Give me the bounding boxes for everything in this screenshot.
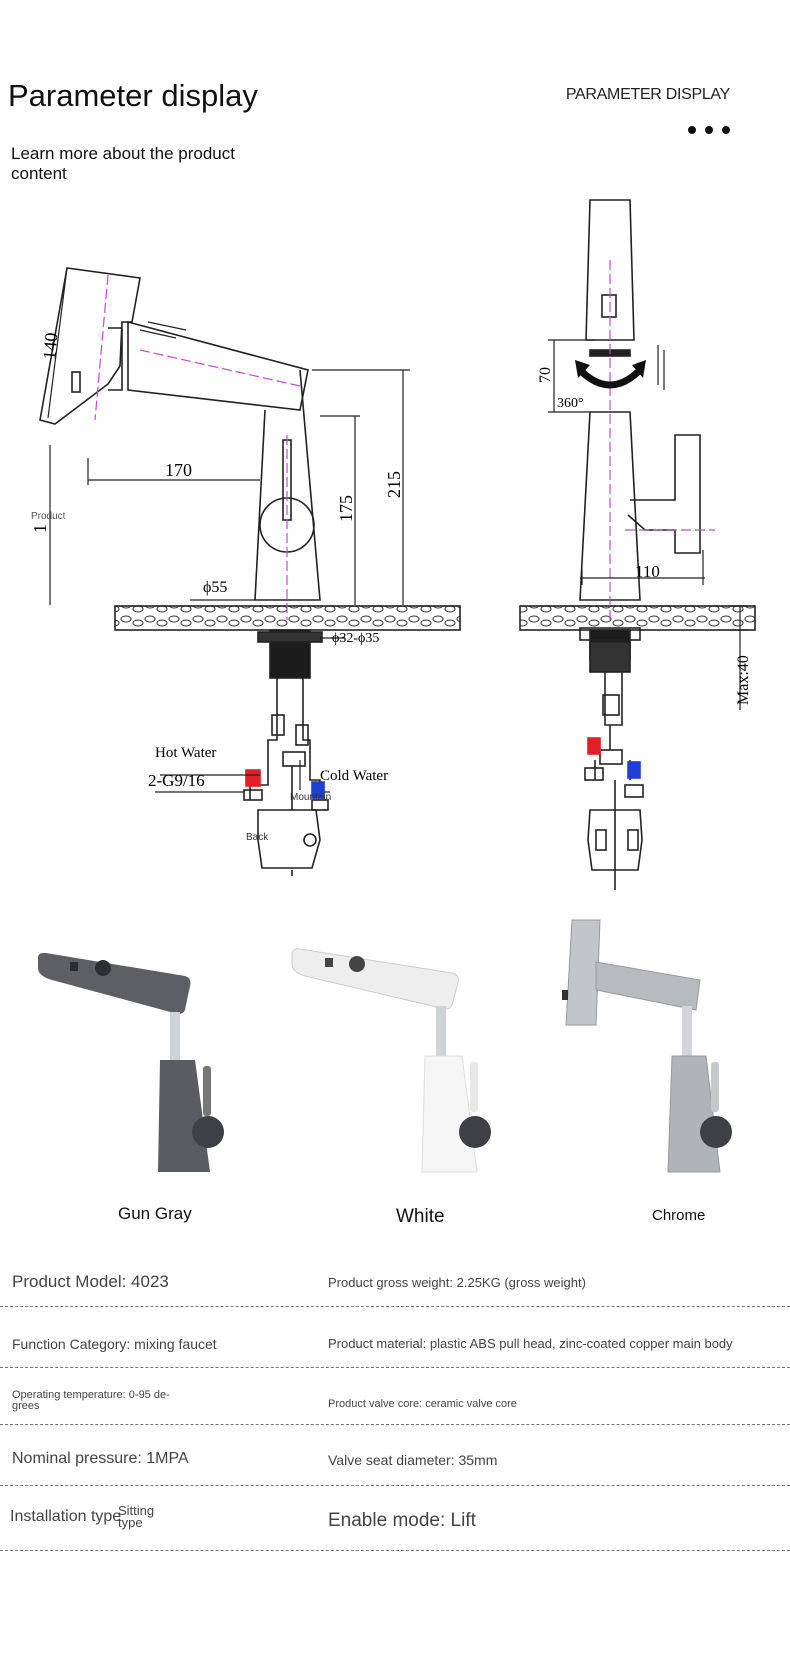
- dim-110: 110: [635, 562, 660, 581]
- spec-gross-weight: Product gross weight: 2.25KG (gross weig…: [328, 1275, 586, 1290]
- label-hot-water: Hot Water: [155, 745, 216, 761]
- dim-max40: Max:40: [735, 655, 752, 705]
- finish-label-gun-gray: Gun Gray: [118, 1204, 192, 1223]
- spec-temperature: Operating temperature: 0-95 de- grees: [12, 1390, 170, 1412]
- spec-divider: [0, 1550, 790, 1551]
- spec-temperature-line1: Operating temperature: 0-95 de-: [12, 1389, 170, 1401]
- dim-55: ϕ55: [203, 579, 227, 596]
- spec-divider: [0, 1485, 790, 1486]
- spec-enable-mode: Enable mode: Lift: [328, 1510, 476, 1531]
- rotation-arrow-icon: [577, 367, 643, 389]
- label-thread: 2-G9/16: [148, 771, 205, 790]
- dim-215: 215: [384, 471, 404, 498]
- faucet-gun-gray: [38, 952, 224, 1172]
- spec-divider: [0, 1306, 790, 1307]
- faucet-white: [291, 948, 491, 1173]
- faucet-chrome: [562, 919, 732, 1173]
- front-view: [519, 199, 756, 890]
- dim-175: 175: [336, 495, 356, 522]
- page-subtitle: Learn more about the product content: [11, 144, 235, 183]
- dim-360: 360°: [557, 396, 584, 411]
- dim-one: 1: [30, 524, 50, 533]
- dim-32-35: ϕ32-ϕ35: [332, 631, 379, 646]
- spec-install-value: Sitting type: [118, 1503, 155, 1530]
- finish-images: [38, 919, 732, 1173]
- spec-divider: [0, 1367, 790, 1368]
- dim-70: 70: [537, 367, 554, 383]
- label-mountain: Mountain: [290, 792, 331, 803]
- side-view: [39, 267, 461, 876]
- label-product: Product: [31, 511, 66, 522]
- spec-model: Product Model: 4023: [12, 1272, 169, 1291]
- spec-temperature-line2: grees: [12, 1400, 40, 1412]
- more-dots-icon: [688, 126, 730, 134]
- label-cold-water: Cold Water: [320, 768, 388, 784]
- label-back: Back: [246, 832, 269, 843]
- spec-install-value-line2: type: [118, 1515, 143, 1530]
- spec-install-label: Installation type: [10, 1508, 122, 1525]
- spec-divider: [0, 1424, 790, 1425]
- spec-function: Function Category: mixing faucet: [12, 1336, 217, 1352]
- spec-valve-core: Product valve core: ceramic valve core: [328, 1398, 517, 1410]
- dim-140: 140: [39, 332, 61, 361]
- spec-material: Product material: plastic ABS pull head,…: [328, 1336, 733, 1351]
- dim-170: 170: [165, 460, 192, 480]
- finish-label-chrome: Chrome: [652, 1207, 706, 1224]
- page-title-english: PARAMETER DISPLAY: [565, 86, 730, 103]
- spec-install-value-line1: Sitting: [118, 1503, 155, 1518]
- spec-valve-seat: Valve seat diameter: 35mm: [328, 1452, 498, 1468]
- technical-drawing: 140 Product 1 170 175 215 ϕ55 ϕ32-ϕ35 Ho…: [30, 199, 756, 890]
- page-title: Parameter display: [8, 78, 258, 113]
- spec-pressure: Nominal pressure: 1MPA: [12, 1450, 189, 1467]
- finish-label-white: White: [396, 1206, 445, 1227]
